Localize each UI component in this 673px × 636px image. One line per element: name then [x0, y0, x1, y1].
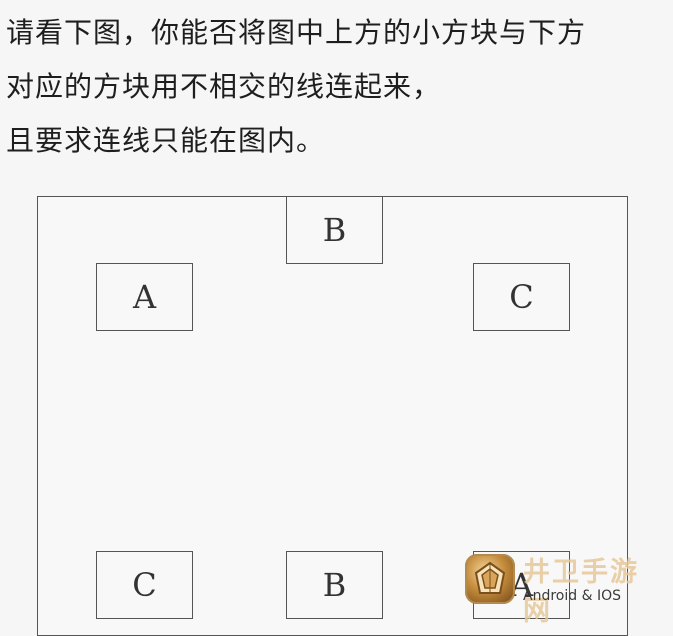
top-block-a[interactable]: A [96, 263, 193, 331]
top-block-b[interactable]: B [286, 196, 383, 264]
bottom-block-c[interactable]: C [96, 551, 193, 619]
diamond-emblem-icon [465, 554, 515, 604]
top-block-c[interactable]: C [473, 263, 570, 331]
watermark: 井卫手游网 Android & IOS [465, 550, 665, 627]
instruction-line-3: 且要求连线只能在图内。 [6, 124, 326, 157]
bottom-block-b[interactable]: B [286, 551, 383, 619]
instruction-line-1: 请看下图，你能否将图中上方的小方块与下方 [6, 16, 587, 49]
watermark-subtitle: Android & IOS [523, 588, 621, 604]
instructions-text: 请看下图，你能否将图中上方的小方块与下方 对应的方块用不相交的线连起来， 且要求… [6, 6, 671, 168]
instruction-line-2: 对应的方块用不相交的线连起来， [6, 70, 442, 103]
